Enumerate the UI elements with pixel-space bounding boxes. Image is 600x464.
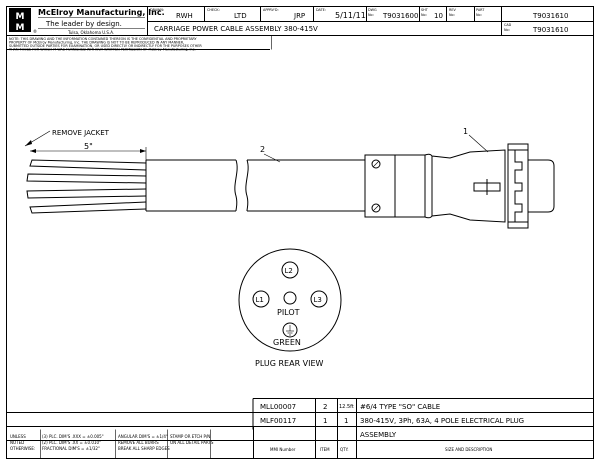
pin-ground-contact [282, 322, 298, 338]
remove-jacket-label: REMOVE JACKET [52, 129, 110, 137]
tol-angular: ANGULAR DIM'S = ±1/4° [118, 434, 168, 439]
bom-description: 380-415V, 3Ph, 63A, 4 POLE ELECTRICAL PL… [360, 417, 524, 425]
tolerance-block: UNLESS NOTED OTHERWISE: (3) PLC. DIM'S .… [10, 434, 214, 451]
view-label: PLUG REAR VIEW [255, 359, 324, 368]
drawing-title: CARRIAGE POWER CABLE ASSEMBLY 380-415V [154, 25, 318, 33]
company-slogan: The leader by design. [45, 20, 122, 28]
balloon-cable: 2 [260, 145, 265, 154]
part-value: T9031610 [532, 12, 568, 20]
stripped-wires [26, 159, 147, 214]
logo-text-top: M [16, 12, 25, 22]
part-label-1: PART [476, 8, 485, 12]
bom-row: MLL00007 2 12.5ft #6/4 TYPE "SO" CABLE [260, 403, 440, 411]
title-block: M M ® McElroy Manufacturing, Inc. The le… [6, 6, 594, 52]
ground-icon [286, 325, 294, 336]
tol-unless: UNLESS [10, 434, 26, 439]
bom-qty: 12.5ft [339, 404, 354, 410]
bom-description: ASSEMBLY [360, 431, 397, 439]
rev-label-2: No: [449, 13, 455, 17]
sht-label-2: No: [421, 13, 427, 17]
notice-line-2: PROPERTY OF McElroy Manufacturing, Inc. … [9, 41, 184, 45]
tol-otherwise: OTHERWISE: [10, 446, 35, 451]
bom-item: 2 [323, 403, 327, 411]
plug-body [364, 143, 555, 229]
tol-three-place: (3) PLC. DIM'S .XXX = ±0.005" [42, 434, 104, 439]
pin-l2-label: L2 [285, 267, 293, 275]
company-logo: M M ® [9, 8, 37, 34]
company-name: McElroy Manufacturing, Inc. [38, 8, 165, 17]
sht-value: 10 [434, 12, 443, 20]
bom-row: ASSEMBLY [360, 431, 397, 439]
sheet-border [6, 6, 594, 459]
logo-text-bottom: M [16, 23, 25, 33]
pin-pilot-label: PILOT [277, 308, 300, 317]
check-value: LTD [234, 12, 247, 20]
date-label: DATE: [316, 8, 326, 12]
bom-mmi-number: MLF00117 [260, 417, 296, 425]
tol-two-place: (2) PLC. DIM'S .XX = ±0.010" [42, 440, 101, 445]
bom-header-mmi: MMI Number [270, 447, 296, 452]
tol-stamp: STAMP OR ETCH P/N [170, 434, 210, 439]
cad-label-1: CAD [504, 23, 512, 27]
tol-noted: NOTED [10, 440, 24, 445]
sht-label-1: SHT [421, 8, 429, 12]
pin-l2-contact [281, 261, 299, 279]
dwg-label-2: No: [368, 13, 374, 17]
date-value: 5/11/11 [335, 11, 366, 20]
plug-rear-view: L2 L1 L3 PILOT GREEN PLUG REAR VIEW [238, 248, 342, 368]
tol-detail: ON ALL DETAIL PARTS [170, 440, 214, 445]
check-label: CHECK: [207, 8, 220, 12]
pin-l3-label: L3 [314, 296, 322, 304]
bom-header-desc: SIZE AND DESCRIPTION [445, 447, 492, 452]
tol-edges: BREAK ALL SHARP EDGES [118, 446, 170, 451]
bom-header-item: ITEM [320, 447, 330, 452]
cad-label-2: No: [504, 28, 510, 32]
dwg-label-1: DWG [368, 8, 377, 12]
pin-l3-contact [310, 290, 328, 308]
cad-value: T9031610 [532, 26, 568, 34]
tol-fractional: FRACTIONAL DIM'S = ±1/32" [42, 446, 100, 451]
drawn-value: RWH [176, 12, 193, 20]
bill-of-materials: MLL00007 2 12.5ft #6/4 TYPE "SO" CABLE M… [6, 398, 594, 458]
cable-assembly-view: REMOVE JACKET 5" 2 [24, 127, 555, 229]
bom-qty: 1 [344, 417, 348, 425]
tol-burrs: REMOVE ALL BURRS [118, 440, 159, 445]
jacket-length-dimension: 5" [84, 142, 93, 151]
bom-mmi-number: MLL00007 [260, 403, 296, 411]
bom-item: 1 [323, 417, 327, 425]
notice-line-4: THAN THOSE FOR WHICH IT WAS FURNISHED WI… [8, 48, 196, 52]
apprvd-value: JRP [293, 12, 305, 20]
rev-label-1: REV [449, 8, 456, 12]
notice-line-3: SUBMITTED OUTSIDE PARTIES FOR EXAMINATIO… [9, 44, 202, 48]
part-label-2: No: [476, 13, 482, 17]
apprvd-label: APPRV'D: [263, 8, 279, 12]
pin-pilot-contact [283, 291, 297, 305]
cable-jacket [145, 159, 365, 212]
balloon-plug: 1 [463, 127, 468, 136]
notice-line-1: NOTE: THIS DRAWING AND THE INFORMATION C… [9, 37, 198, 41]
bom-row: MLF00117 1 1 380-415V, 3Ph, 63A, 4 POLE … [260, 417, 524, 425]
company-location: Tulsa, Oklahoma U.S.A. [67, 30, 114, 35]
pin-l1-contact [252, 290, 270, 308]
drawn-label: DRAWN: [150, 8, 164, 12]
svg-text:®: ® [33, 29, 37, 34]
pin-l1-label: L1 [256, 296, 264, 304]
bom-header-qty: QTY. [340, 447, 349, 452]
bom-description: #6/4 TYPE "SO" CABLE [360, 403, 440, 411]
pin-green-label: GREEN [273, 338, 301, 347]
dwg-value: T9031600 [382, 12, 418, 20]
